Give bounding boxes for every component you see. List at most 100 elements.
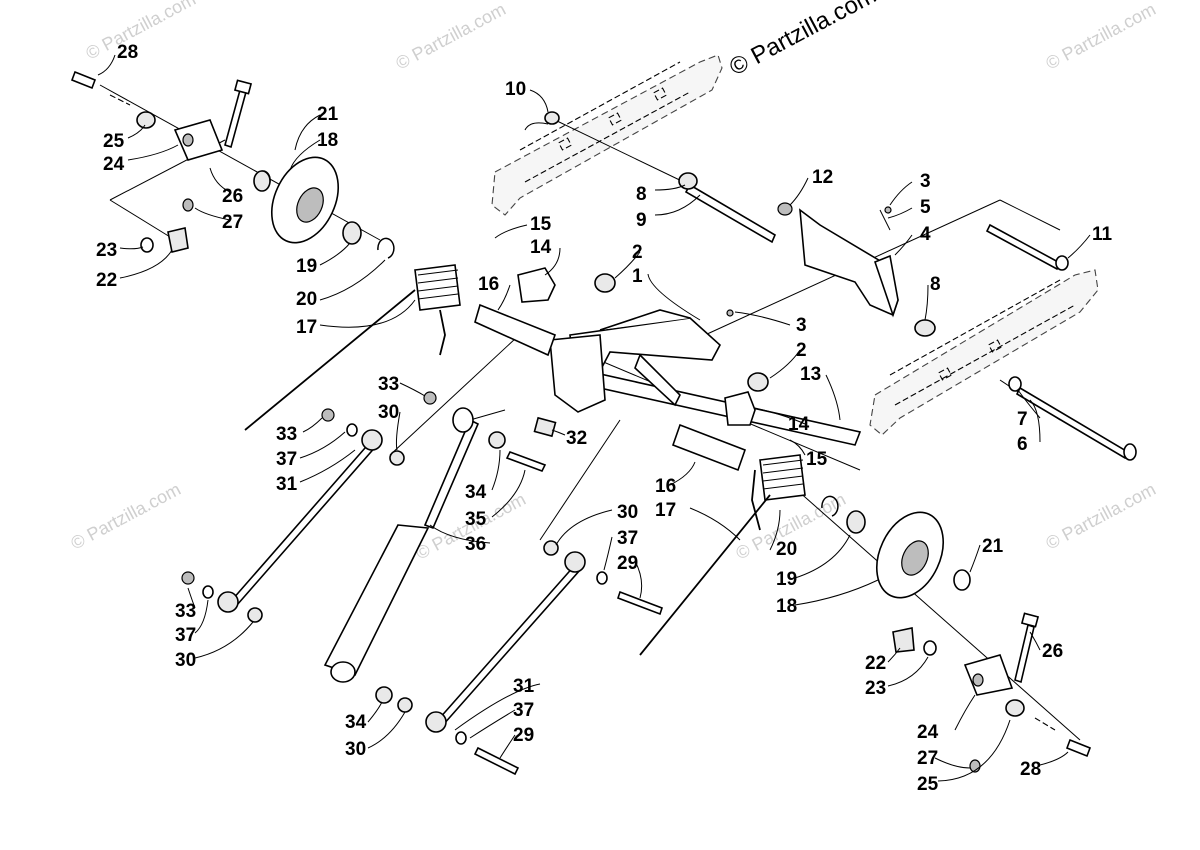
axle-cap-24-right (963, 654, 1014, 696)
label-part-18: 18 (317, 130, 338, 151)
label-part-32: 32 (566, 428, 587, 449)
nut-27-left (182, 198, 194, 212)
label-part-15: 15 (530, 214, 552, 235)
label-part-16: 16 (655, 476, 676, 497)
bearing-19-right (846, 510, 866, 534)
label-part-29: 29 (617, 553, 638, 574)
nut-12 (777, 202, 793, 216)
label-part-20: 20 (296, 289, 317, 310)
label-part-17: 17 (655, 500, 676, 521)
label-part-14: 14 (788, 414, 810, 435)
washer-25-left (136, 111, 156, 129)
watermark: © Partzilla.com (392, 0, 508, 74)
nut-33 (181, 391, 437, 585)
label-part-30: 30 (617, 502, 638, 523)
label-part-18: 18 (776, 596, 797, 617)
label-part-8: 8 (636, 184, 647, 205)
washer-25-right (1005, 699, 1025, 717)
label-part-37: 37 (276, 449, 297, 470)
bolt-6 (1008, 376, 1137, 461)
label-part-10: 10 (505, 79, 526, 100)
axle-cap-24-left (173, 119, 224, 161)
tube-16-upper (474, 303, 557, 357)
watermark-main: © Partzilla.com (725, 0, 880, 81)
arm-1 (549, 309, 722, 413)
label-part-33: 33 (175, 601, 196, 622)
frame-rail-lower (869, 269, 1099, 436)
label-part-27: 27 (222, 212, 243, 233)
label-part-8: 8 (930, 274, 941, 295)
watermark: © Partzilla.com (67, 479, 183, 554)
wheel-18-right (876, 511, 971, 599)
shock-36 (323, 407, 480, 683)
label-part-25: 25 (917, 774, 939, 795)
label-part-22: 22 (865, 653, 886, 674)
bolt-28-left (70, 70, 131, 106)
block-14-lower (724, 391, 756, 426)
frame-rail-upper (491, 54, 723, 216)
label-part-34: 34 (345, 712, 367, 733)
label-part-19: 19 (296, 256, 317, 277)
label-part-13: 13 (800, 364, 821, 385)
label-part-33: 33 (276, 424, 297, 445)
circlip-20-left (377, 237, 395, 259)
label-part-35: 35 (465, 509, 487, 530)
bearing-19-left (342, 221, 362, 245)
bushing-2-lower (747, 372, 769, 392)
label-part-37: 37 (617, 528, 638, 549)
label-part-30: 30 (378, 402, 399, 423)
spring-17-left (244, 264, 461, 431)
link-31-left (217, 429, 383, 613)
spacer-32 (533, 416, 557, 438)
link-31-right (425, 551, 586, 733)
bushing-34 (375, 431, 506, 704)
label-part-14: 14 (530, 237, 552, 258)
label-part-7: 7 (1017, 409, 1028, 430)
label-part-2: 2 (796, 340, 807, 361)
spring-17-right (639, 454, 806, 656)
spacer-30 (247, 450, 559, 713)
label-part-30: 30 (345, 739, 366, 760)
label-part-3: 3 (920, 171, 931, 192)
label-part-36: 36 (465, 534, 486, 555)
label-part-28: 28 (117, 42, 138, 63)
bushing-2-upper (594, 273, 616, 293)
label-part-4: 4 (920, 224, 931, 245)
label-part-23: 23 (96, 240, 117, 261)
label-part-17: 17 (296, 317, 317, 338)
bushing-8-right (914, 319, 936, 337)
label-part-37: 37 (175, 625, 196, 646)
label-part-33: 33 (378, 374, 399, 395)
bushing-10 (544, 111, 560, 125)
label-part-20: 20 (776, 539, 797, 560)
bracket-4 (799, 206, 899, 318)
label-part-30: 30 (175, 650, 196, 671)
label-part-21: 21 (982, 536, 1004, 557)
label-part-26: 26 (1042, 641, 1063, 662)
block-14-upper (517, 267, 556, 303)
label-part-3: 3 (796, 315, 807, 336)
bolt-26-right (1014, 612, 1040, 684)
label-part-11: 11 (1092, 224, 1113, 245)
label-part-2: 2 (632, 242, 643, 263)
label-part-16: 16 (478, 274, 499, 295)
label-part-34: 34 (465, 482, 487, 503)
label-part-12: 12 (812, 167, 833, 188)
label-part-31: 31 (276, 474, 298, 495)
label-part-6: 6 (1017, 434, 1028, 455)
bolt-29-upper (616, 590, 664, 616)
bolt-26-left (224, 79, 253, 149)
label-part-24: 24 (103, 154, 125, 175)
label-part-19: 19 (776, 569, 797, 590)
circlip-20-right (821, 495, 839, 517)
label-part-29: 29 (513, 725, 534, 746)
washer-37 (202, 423, 608, 745)
label-part-25: 25 (103, 131, 125, 152)
cap-22-left (140, 227, 189, 253)
label-part-24: 24 (917, 722, 939, 743)
label-part-21: 21 (317, 104, 339, 125)
bolt-29-lower (473, 746, 520, 776)
label-part-27: 27 (917, 748, 938, 769)
label-part-5: 5 (920, 197, 931, 218)
